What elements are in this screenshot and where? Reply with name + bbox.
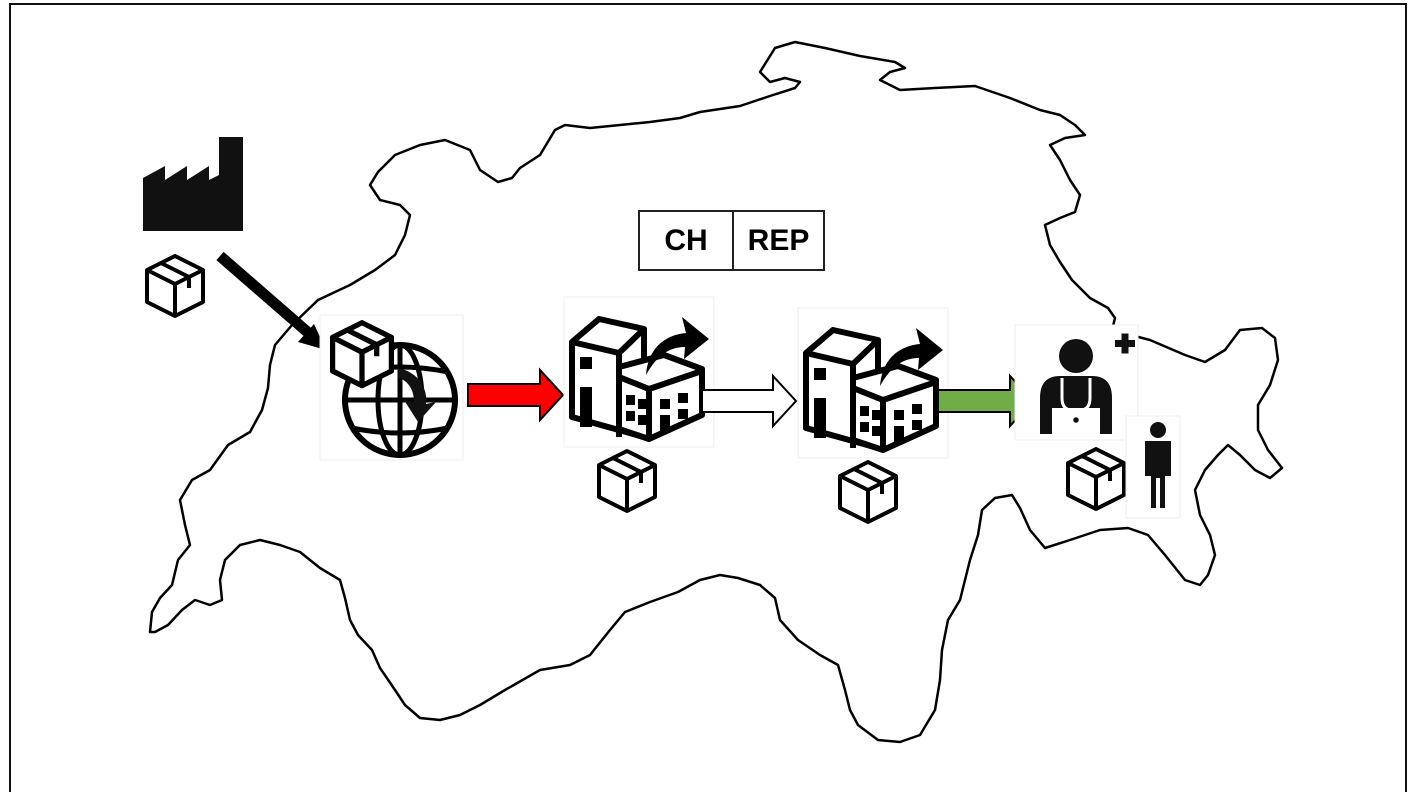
distributor-building-icon xyxy=(798,308,948,458)
ch-rep-right-label: REP xyxy=(747,223,810,257)
importer-package-icon xyxy=(597,449,657,513)
distributor-package-icon xyxy=(838,460,898,524)
frame-border xyxy=(9,3,1407,792)
importer-building-icon xyxy=(564,297,714,447)
manufacturer-package-icon xyxy=(145,254,205,318)
arrow-manufacturer-to-importer xyxy=(216,251,326,350)
ch-rep-left-label: CH xyxy=(640,212,734,269)
factory-icon xyxy=(133,125,255,237)
patient-icon xyxy=(1125,415,1181,519)
arrow-importer-red xyxy=(467,367,565,423)
patient-package-icon xyxy=(1066,447,1126,511)
doctor-icon xyxy=(1014,324,1139,441)
arrow-distribution-white xyxy=(701,373,798,429)
globe-import-icon xyxy=(319,314,464,461)
ch-rep-symbol: CH REP xyxy=(638,210,825,271)
switzerland-outline xyxy=(148,40,1284,744)
